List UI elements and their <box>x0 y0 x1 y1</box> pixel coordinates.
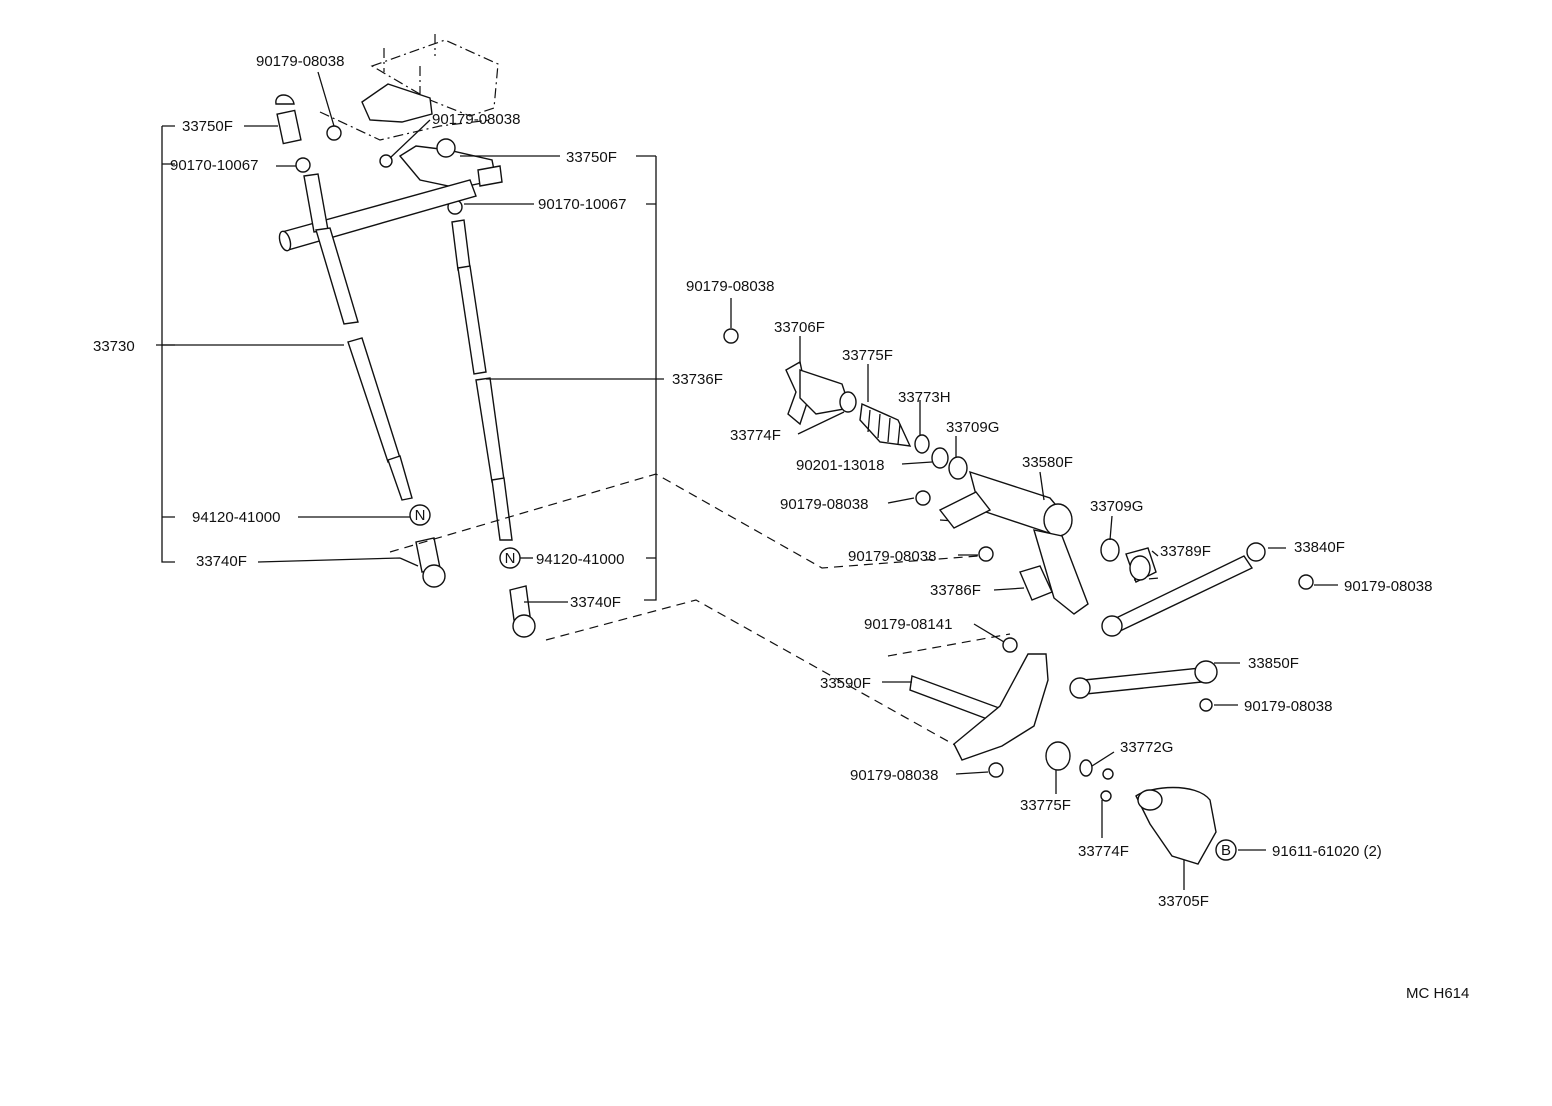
label-94120-41000-b: 94120-41000 <box>536 551 624 568</box>
part-labels: 90179-08038 33750F 90179-08038 33750F 90… <box>93 53 1469 1002</box>
label-33740f-a: 33740F <box>196 553 247 570</box>
label-91611-61020: 91611-61020 (2) <box>1272 843 1382 860</box>
label-33774f-a: 33774F <box>730 427 781 444</box>
label-33709g-b: 33709G <box>1090 498 1143 515</box>
label-90170-10067-a: 90170-10067 <box>170 157 258 174</box>
label-33786f: 33786F <box>930 582 981 599</box>
lower-ball-joints <box>415 537 536 638</box>
selector-lever-33580f <box>938 470 1089 615</box>
label-33775f-b: 33775F <box>1020 797 1071 814</box>
label-33773h: 33773H <box>898 389 951 406</box>
bracket-33786f <box>1019 565 1053 601</box>
left-shift-rod <box>303 173 413 501</box>
label-33840f: 33840F <box>1294 539 1345 556</box>
bushings-right <box>1100 538 1157 583</box>
shift-lever-bracket-33705f <box>1135 786 1217 865</box>
label-90179-08038-a: 90179-08038 <box>256 53 344 70</box>
label-90179-08038-d: 90179-08038 <box>780 496 868 513</box>
label-90201-13018: 90201-13018 <box>796 457 884 474</box>
label-33772g: 33772G <box>1120 739 1173 756</box>
label-90170-10067-b: 90170-10067 <box>538 196 626 213</box>
label-33706f: 33706F <box>774 319 825 336</box>
marker-n-left: N <box>409 504 431 526</box>
label-33789f: 33789F <box>1160 543 1211 560</box>
control-rod-33850f <box>1069 660 1218 712</box>
label-90179-08038-g: 90179-08038 <box>1244 698 1332 715</box>
marker-n-left-text: N <box>415 507 426 524</box>
label-90179-08038-h: 90179-08038 <box>850 767 938 784</box>
label-90179-08038-e: 90179-08038 <box>848 548 936 565</box>
marker-n-right-text: N <box>505 550 516 567</box>
right-shift-rod <box>451 219 513 541</box>
shift-lever-housing <box>723 328 857 426</box>
rubber-boot <box>859 402 912 447</box>
leader-lines <box>156 71 1338 890</box>
marker-b: B <box>1215 839 1237 861</box>
control-rod-33840f <box>1101 542 1314 637</box>
label-33709g-a: 33709G <box>946 419 999 436</box>
diagram-code: MC H614 <box>1406 985 1469 1002</box>
washers <box>914 434 968 506</box>
label-94120-41000-a: 94120-41000 <box>192 509 280 526</box>
label-33730: 33730 <box>93 338 135 355</box>
marker-b-text: B <box>1221 842 1231 859</box>
label-33850f: 33850F <box>1248 655 1299 672</box>
label-90179-08038-f: 90179-08038 <box>1344 578 1432 595</box>
label-33750f-b: 33750F <box>566 149 617 166</box>
upper-fasteners <box>275 94 503 215</box>
lower-bushing-and-clips <box>1045 741 1114 802</box>
lower-lever-33590f <box>909 637 1049 778</box>
label-90179-08038-c: 90179-08038 <box>686 278 774 295</box>
label-33740f-b: 33740F <box>570 594 621 611</box>
label-33775f-a: 33775F <box>842 347 893 364</box>
label-33705f: 33705F <box>1158 893 1209 910</box>
label-33750f-a: 33750F <box>182 118 233 135</box>
label-33774f-b: 33774F <box>1078 843 1129 860</box>
label-33580f: 33580F <box>1022 454 1073 471</box>
label-90179-08141: 90179-08141 <box>864 616 952 633</box>
marker-n-right: N <box>499 547 521 569</box>
label-90179-08038-b: 90179-08038 <box>432 111 520 128</box>
label-33590f: 33590F <box>820 675 871 692</box>
label-33736f: 33736F <box>672 371 723 388</box>
